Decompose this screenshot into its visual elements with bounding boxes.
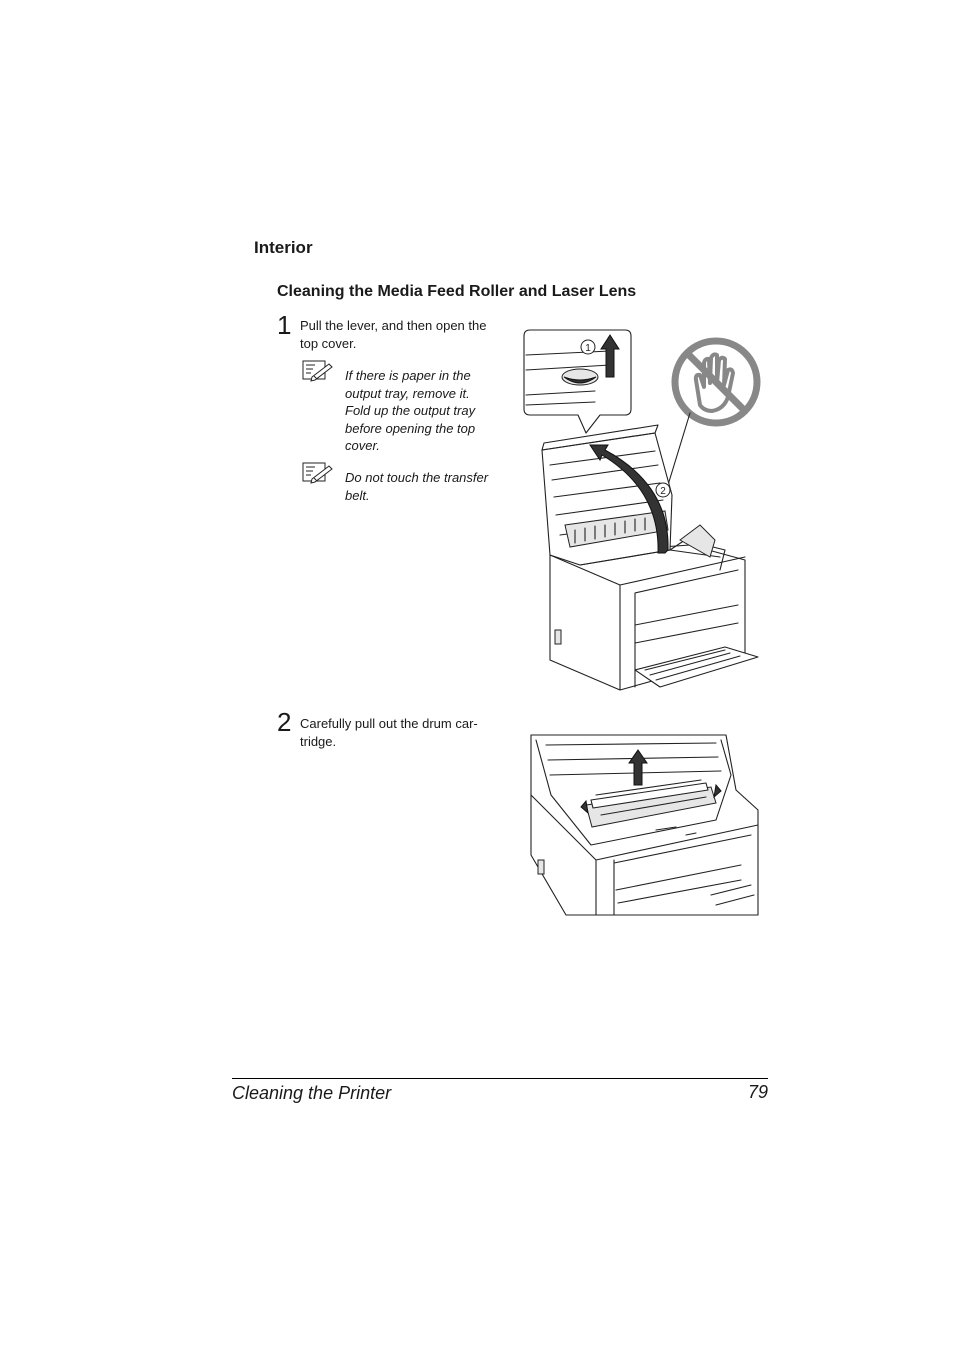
note-1-line-4: before opening the top (345, 420, 476, 436)
footer-title: Cleaning the Printer (232, 1083, 392, 1103)
svg-text:1: 1 (585, 343, 591, 354)
note-2-line-2: belt. (345, 487, 370, 503)
printer-open-cover-illustration: 1 2 (523, 329, 761, 691)
note-1-text: If there is paper in the output tray, re… (345, 367, 510, 455)
note-2-text: Do not touch the transfer belt. (345, 469, 510, 504)
callout-1: 1 (580, 339, 596, 355)
note-pencil-icon (302, 462, 333, 484)
note-2-line-1: Do not touch the transfer (345, 470, 489, 485)
step-2-line-2: tridge. (300, 734, 337, 749)
section-title: Interior (254, 238, 313, 257)
step-2-line-1: Carefully pull out the drum car- (300, 716, 478, 731)
note-pencil-icon (302, 360, 333, 382)
subsection-title: Cleaning the Media Feed Roller and Laser… (277, 283, 637, 300)
page-number: 79 (747, 1082, 768, 1102)
step-1-number: 1 (277, 310, 292, 340)
note-1-line-3: Fold up the output tray (345, 403, 476, 419)
do-not-touch-icon (671, 337, 761, 427)
step-2-number: 2 (277, 707, 292, 737)
footer-rule (232, 1078, 768, 1079)
step-1-line-2: top cover. (300, 336, 357, 351)
step-1-line-1: Pull the lever, and then open the (300, 318, 487, 333)
callout-2: 2 (655, 482, 671, 498)
step-1-text: Pull the lever, and then open the top co… (300, 317, 510, 353)
note-1-line-5: cover. (345, 438, 380, 454)
drum-cartridge-removal-illustration (530, 734, 759, 916)
note-1-line-2: output tray, remove it. (345, 385, 470, 401)
step-2-text: Carefully pull out the drum car- tridge. (300, 715, 510, 751)
svg-text:2: 2 (660, 486, 666, 497)
note-1-line-1: If there is paper in the (345, 368, 471, 383)
